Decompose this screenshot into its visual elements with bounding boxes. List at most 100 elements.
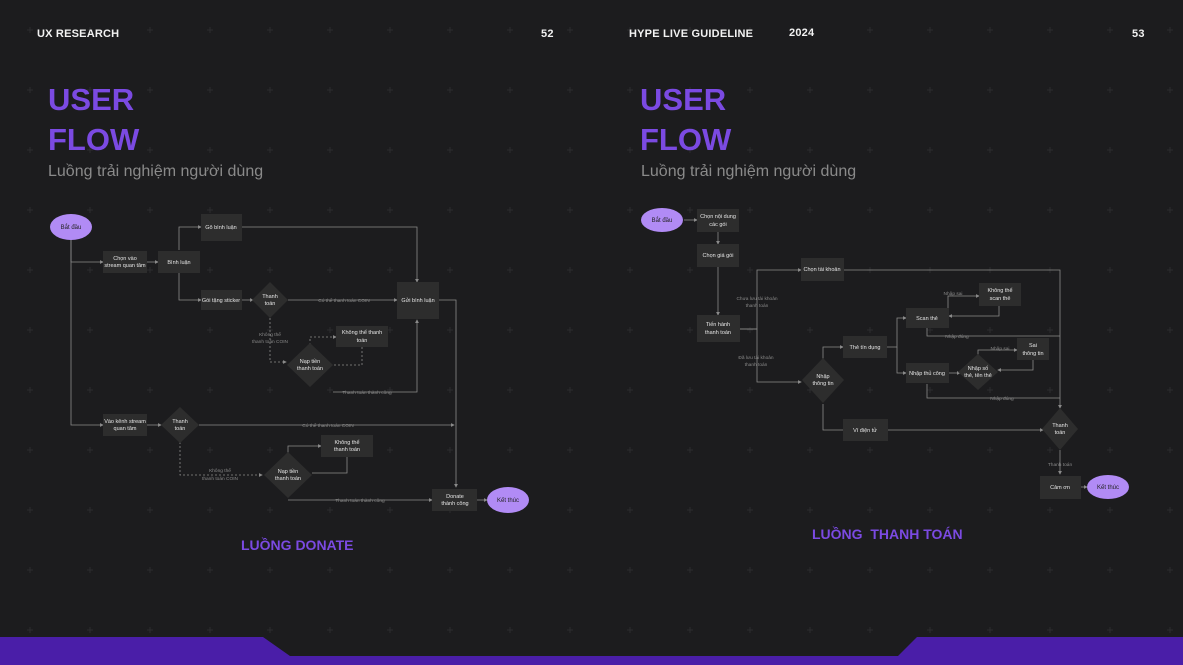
node-choose-content-label1: Chọn nội dung xyxy=(700,214,736,220)
edge-cant-pay-coin-1b: thanh toán COIN xyxy=(252,339,289,345)
node-pay-decision-1-label1: Thanh xyxy=(262,294,278,300)
right-section-label: HYPE LIVE GUIDELINE xyxy=(629,28,754,40)
payment-flow-diagram: Chưa lưu tài khoản thanh toán Đã lưu tài… xyxy=(641,208,1129,499)
payment-flow-connectors xyxy=(684,218,1088,489)
node-pay-decision-2-label1: Thanh xyxy=(172,419,188,425)
node-choose-price-label: Chọn giá gói xyxy=(703,253,734,259)
edge-cant-pay-coin-2b: thanh toán COIN xyxy=(202,476,239,482)
left-section-label: UX RESEARCH xyxy=(37,28,120,40)
payment-flow-title: LUỒNG THANH TOÁN xyxy=(812,526,963,542)
node-choose-stream-label2: stream quan tâm xyxy=(104,263,146,269)
node-start: Bắt đầu xyxy=(641,208,683,232)
edge-saved-account-1: Đã lưu tài khoản xyxy=(738,355,774,361)
node-cant-pay-1-label1: Không thể thanh xyxy=(342,329,382,336)
node-pay-decision-1-label2: toán xyxy=(265,301,276,307)
left-title-line1: USER xyxy=(48,82,135,117)
node-wrong-info-label1: Sai xyxy=(1029,343,1037,349)
donate-flow-diagram: Có thể thanh toán COIN Không thể thanh t… xyxy=(50,214,529,513)
node-type-comment-label: Gõ bình luận xyxy=(205,225,237,231)
node-choose-content: Chọn nội dung các gói xyxy=(697,209,739,232)
edge-saved-account-2: thanh toán xyxy=(745,362,768,368)
node-start: Bắt đầu xyxy=(50,214,92,240)
right-title-line2: FLOW xyxy=(640,122,732,157)
node-topup-decision-2: Nạp tiền thanh toán xyxy=(264,452,312,498)
edge-pay-success-1: Thanh toán thành công xyxy=(342,390,392,396)
node-cant-scan-label2: scan thẻ xyxy=(990,296,1011,302)
node-sticker: Gói tặng sticker xyxy=(201,290,242,310)
node-proceed-label1: Tiến hành xyxy=(706,322,730,328)
node-cant-pay-2-label1: Không thể xyxy=(334,439,359,446)
node-cant-pay-2: Không thể thanh toán xyxy=(321,435,373,457)
node-thanks-label: Cảm ơn xyxy=(1050,485,1070,491)
node-pay-decision-2-label2: toán xyxy=(175,426,186,432)
node-choose-account: Chọn tài khoản xyxy=(801,258,844,281)
edge-pay-success-2: Thanh toán thành công xyxy=(335,498,385,504)
node-donate-success-label2: thành công xyxy=(441,501,468,507)
node-enter-channel-label2: quan tâm xyxy=(114,426,137,432)
node-topup-decision-1-label1: Nạp tiền xyxy=(300,359,321,365)
node-cant-scan-label1: Không thể xyxy=(987,287,1012,294)
right-page-number: 53 xyxy=(1132,28,1145,40)
node-pay-label2: toán xyxy=(1055,430,1066,436)
node-topup-decision-1-label2: thanh toán xyxy=(297,366,323,372)
right-title-line1: USER xyxy=(640,82,727,117)
edge-paid: Thanh toán xyxy=(1048,462,1073,468)
node-enter-info-label1: Nhập xyxy=(816,374,829,380)
node-type-comment: Gõ bình luận xyxy=(201,214,242,241)
node-pay-decision: Thanh toán xyxy=(1042,408,1078,450)
node-scan-card: Scan thẻ xyxy=(906,308,949,328)
node-enter-card-label2: thẻ, tên thẻ xyxy=(964,373,992,379)
edge-can-pay-coin-2: Có thể thanh toán COIN xyxy=(302,422,354,429)
node-proceed-payment: Tiến hành thanh toán xyxy=(697,315,740,342)
edge-cant-pay-coin-2a: Không thể xyxy=(209,467,231,474)
node-wrong-info-label2: thông tin xyxy=(1022,351,1043,357)
node-ewallet-label: Ví điện tử xyxy=(853,427,877,434)
node-end-label: Kết thúc xyxy=(497,498,519,504)
node-end-label: Kết thúc xyxy=(1097,485,1119,491)
node-choose-stream: Chọn vào stream quan tâm xyxy=(103,251,147,273)
node-comment: Bình luận xyxy=(158,251,200,273)
node-end: Kết thúc xyxy=(487,487,529,513)
node-cant-pay-1: Không thể thanh toán xyxy=(336,326,388,347)
node-topup-decision-2-label1: Nạp tiền xyxy=(278,469,299,475)
node-enter-channel-label1: Vào kênh stream xyxy=(104,419,146,425)
node-manual-entry-label: Nhập thủ công xyxy=(909,370,945,377)
node-pay-label1: Thanh xyxy=(1052,423,1068,429)
node-credit-card-label: Thẻ tín dụng xyxy=(850,345,881,351)
left-title-line2: FLOW xyxy=(48,122,140,157)
edge-wrong-entry-2: Nhập sai xyxy=(991,346,1010,352)
node-wrong-info: Sai thông tin xyxy=(1017,338,1049,360)
node-proceed-label2: thanh toán xyxy=(705,330,731,336)
donate-flow-connectors xyxy=(70,225,488,502)
node-send-comment: Gửi bình luận xyxy=(397,282,439,319)
node-thanks: Cảm ơn xyxy=(1040,476,1081,499)
node-donate-success-label1: Donate xyxy=(446,494,464,500)
edge-wrong-entry-1: Nhập sai xyxy=(944,291,963,297)
node-donate-success: Donate thành công xyxy=(432,489,477,511)
edge-can-pay-coin-1: Có thể thanh toán COIN xyxy=(318,297,370,304)
node-enter-info-decision: Nhập thông tin xyxy=(802,358,844,403)
node-topup-decision-1: Nạp tiền thanh toán xyxy=(287,343,333,387)
node-cant-pay-2-label2: thanh toán xyxy=(334,447,360,453)
footer-band xyxy=(0,637,1183,665)
node-sticker-label: Gói tặng sticker xyxy=(202,298,240,304)
edge-unsaved-account-2: thanh toán xyxy=(746,303,769,309)
node-choose-stream-label1: Chọn vào xyxy=(113,256,137,262)
node-choose-price: Chọn giá gói xyxy=(697,244,739,267)
node-comment-label: Bình luận xyxy=(167,260,190,266)
node-topup-decision-2-label2: thanh toán xyxy=(275,476,301,482)
node-choose-content-label2: các gói xyxy=(709,222,726,228)
node-manual-entry: Nhập thủ công xyxy=(906,363,949,383)
node-pay-decision-2: Thanh toán xyxy=(161,407,199,443)
year-label: 2024 xyxy=(789,27,815,39)
node-choose-account-label: Chọn tài khoản xyxy=(804,267,841,273)
node-ewallet: Ví điện tử xyxy=(843,419,888,441)
node-cant-pay-1-label2: toán xyxy=(357,338,368,344)
node-scan-card-label: Scan thẻ xyxy=(916,316,938,322)
edge-right-entry-1: Nhập đúng xyxy=(945,334,969,340)
node-send-comment-label: Gửi bình luận xyxy=(401,297,434,304)
edge-unsaved-account-1: Chưa lưu tài khoản xyxy=(736,296,777,302)
node-enter-channel: Vào kênh stream quan tâm xyxy=(103,414,147,436)
node-cant-scan: Không thể scan thẻ xyxy=(979,283,1021,306)
